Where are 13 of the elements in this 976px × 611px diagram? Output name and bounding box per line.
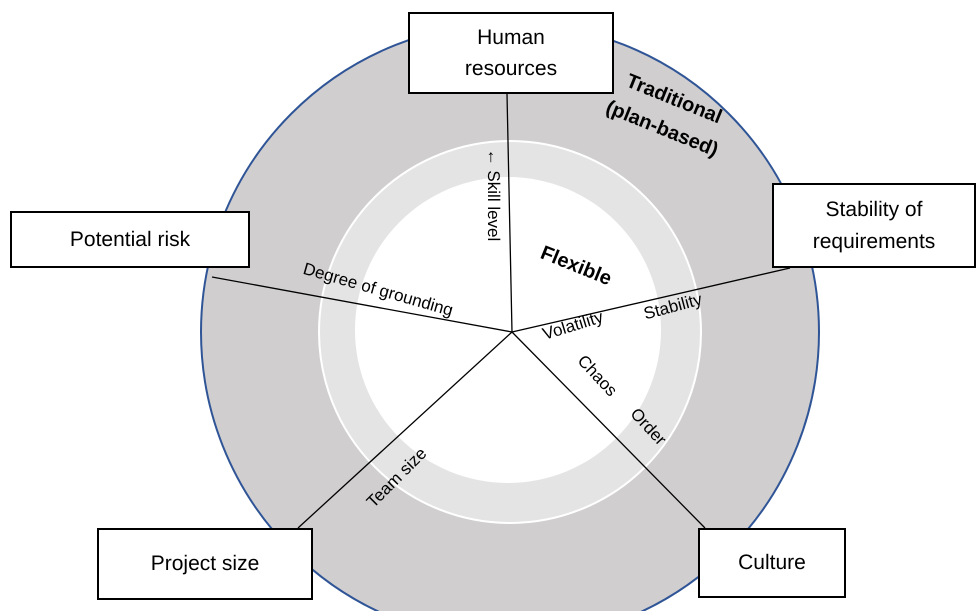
- factor-box: Culture: [698, 528, 846, 598]
- axis-line: [506, 94, 513, 332]
- axis-label: Stability: [642, 290, 704, 324]
- axis-line: [298, 332, 512, 528]
- factor-box: Human resources: [408, 12, 614, 94]
- axis-line: [512, 332, 706, 528]
- axis-line: [512, 267, 790, 333]
- axis-line: [212, 276, 512, 333]
- axis-label: ← Skill level: [483, 148, 503, 242]
- factor-box: Potential risk: [10, 211, 250, 268]
- factor-box: Stability of requirements: [772, 183, 976, 268]
- factor-box: Project size: [97, 528, 313, 600]
- axis-label: Volatility: [540, 307, 606, 345]
